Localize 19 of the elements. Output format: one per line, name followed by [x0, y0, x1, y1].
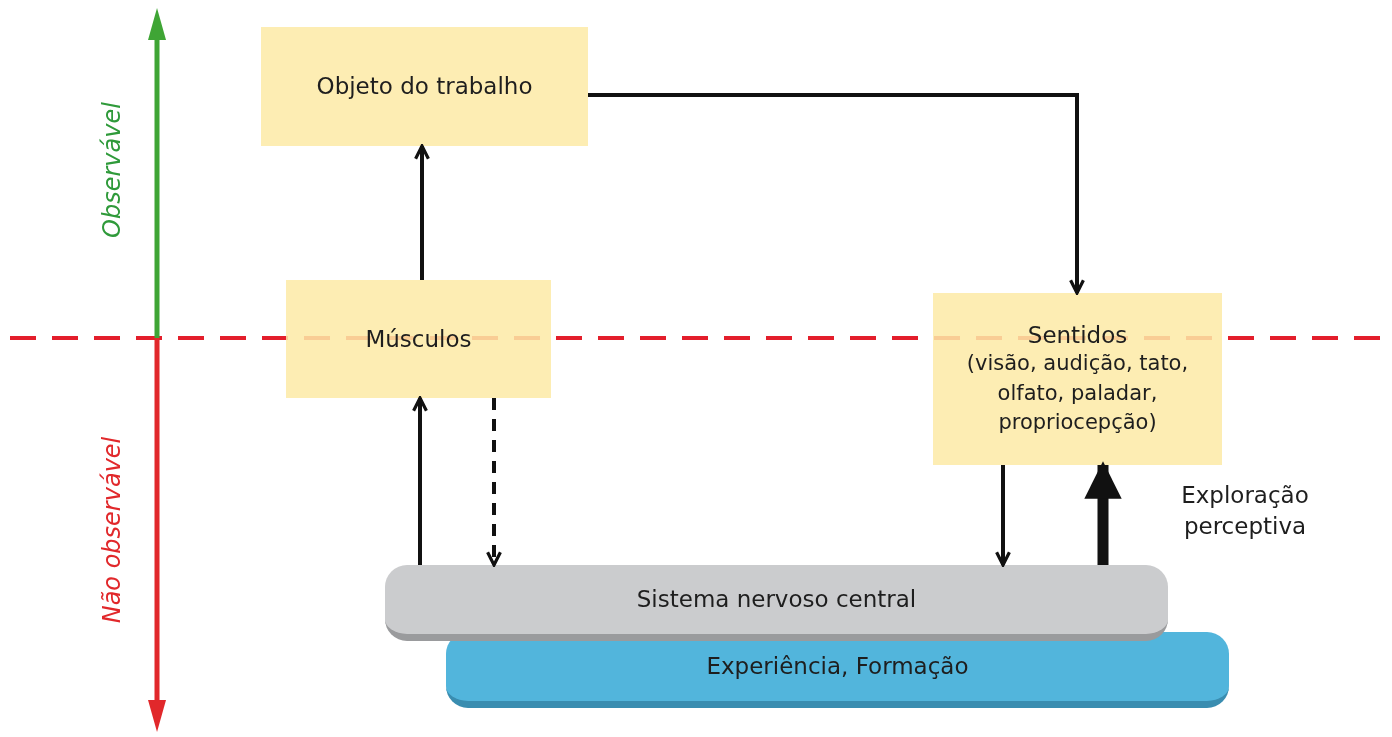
- box-title: Sistema nervoso central: [636, 585, 917, 614]
- process-box: [933, 293, 1222, 465]
- system-bar: [385, 565, 1168, 641]
- arrow: [414, 144, 430, 280]
- arrow: [995, 465, 1011, 567]
- box-title: Músculos: [365, 324, 472, 354]
- arrow: [1084, 461, 1122, 565]
- box-title: Objeto do trabalho: [316, 72, 533, 101]
- arrow: [412, 396, 428, 565]
- box-text: (visão, audição, tato, olfato, paladar, propriocepção): [965, 350, 1190, 437]
- arrow: [588, 93, 1085, 295]
- axis-label: Observável: [98, 102, 126, 238]
- arrow: [486, 398, 502, 567]
- box-title: Experiência, Formação: [706, 652, 969, 681]
- process-box: [286, 280, 551, 398]
- axis-label: Não observável: [98, 436, 126, 624]
- process-box: [261, 27, 588, 146]
- box-title: Sentidos: [1027, 320, 1128, 350]
- edge-label: Exploração perceptiva: [1180, 481, 1310, 542]
